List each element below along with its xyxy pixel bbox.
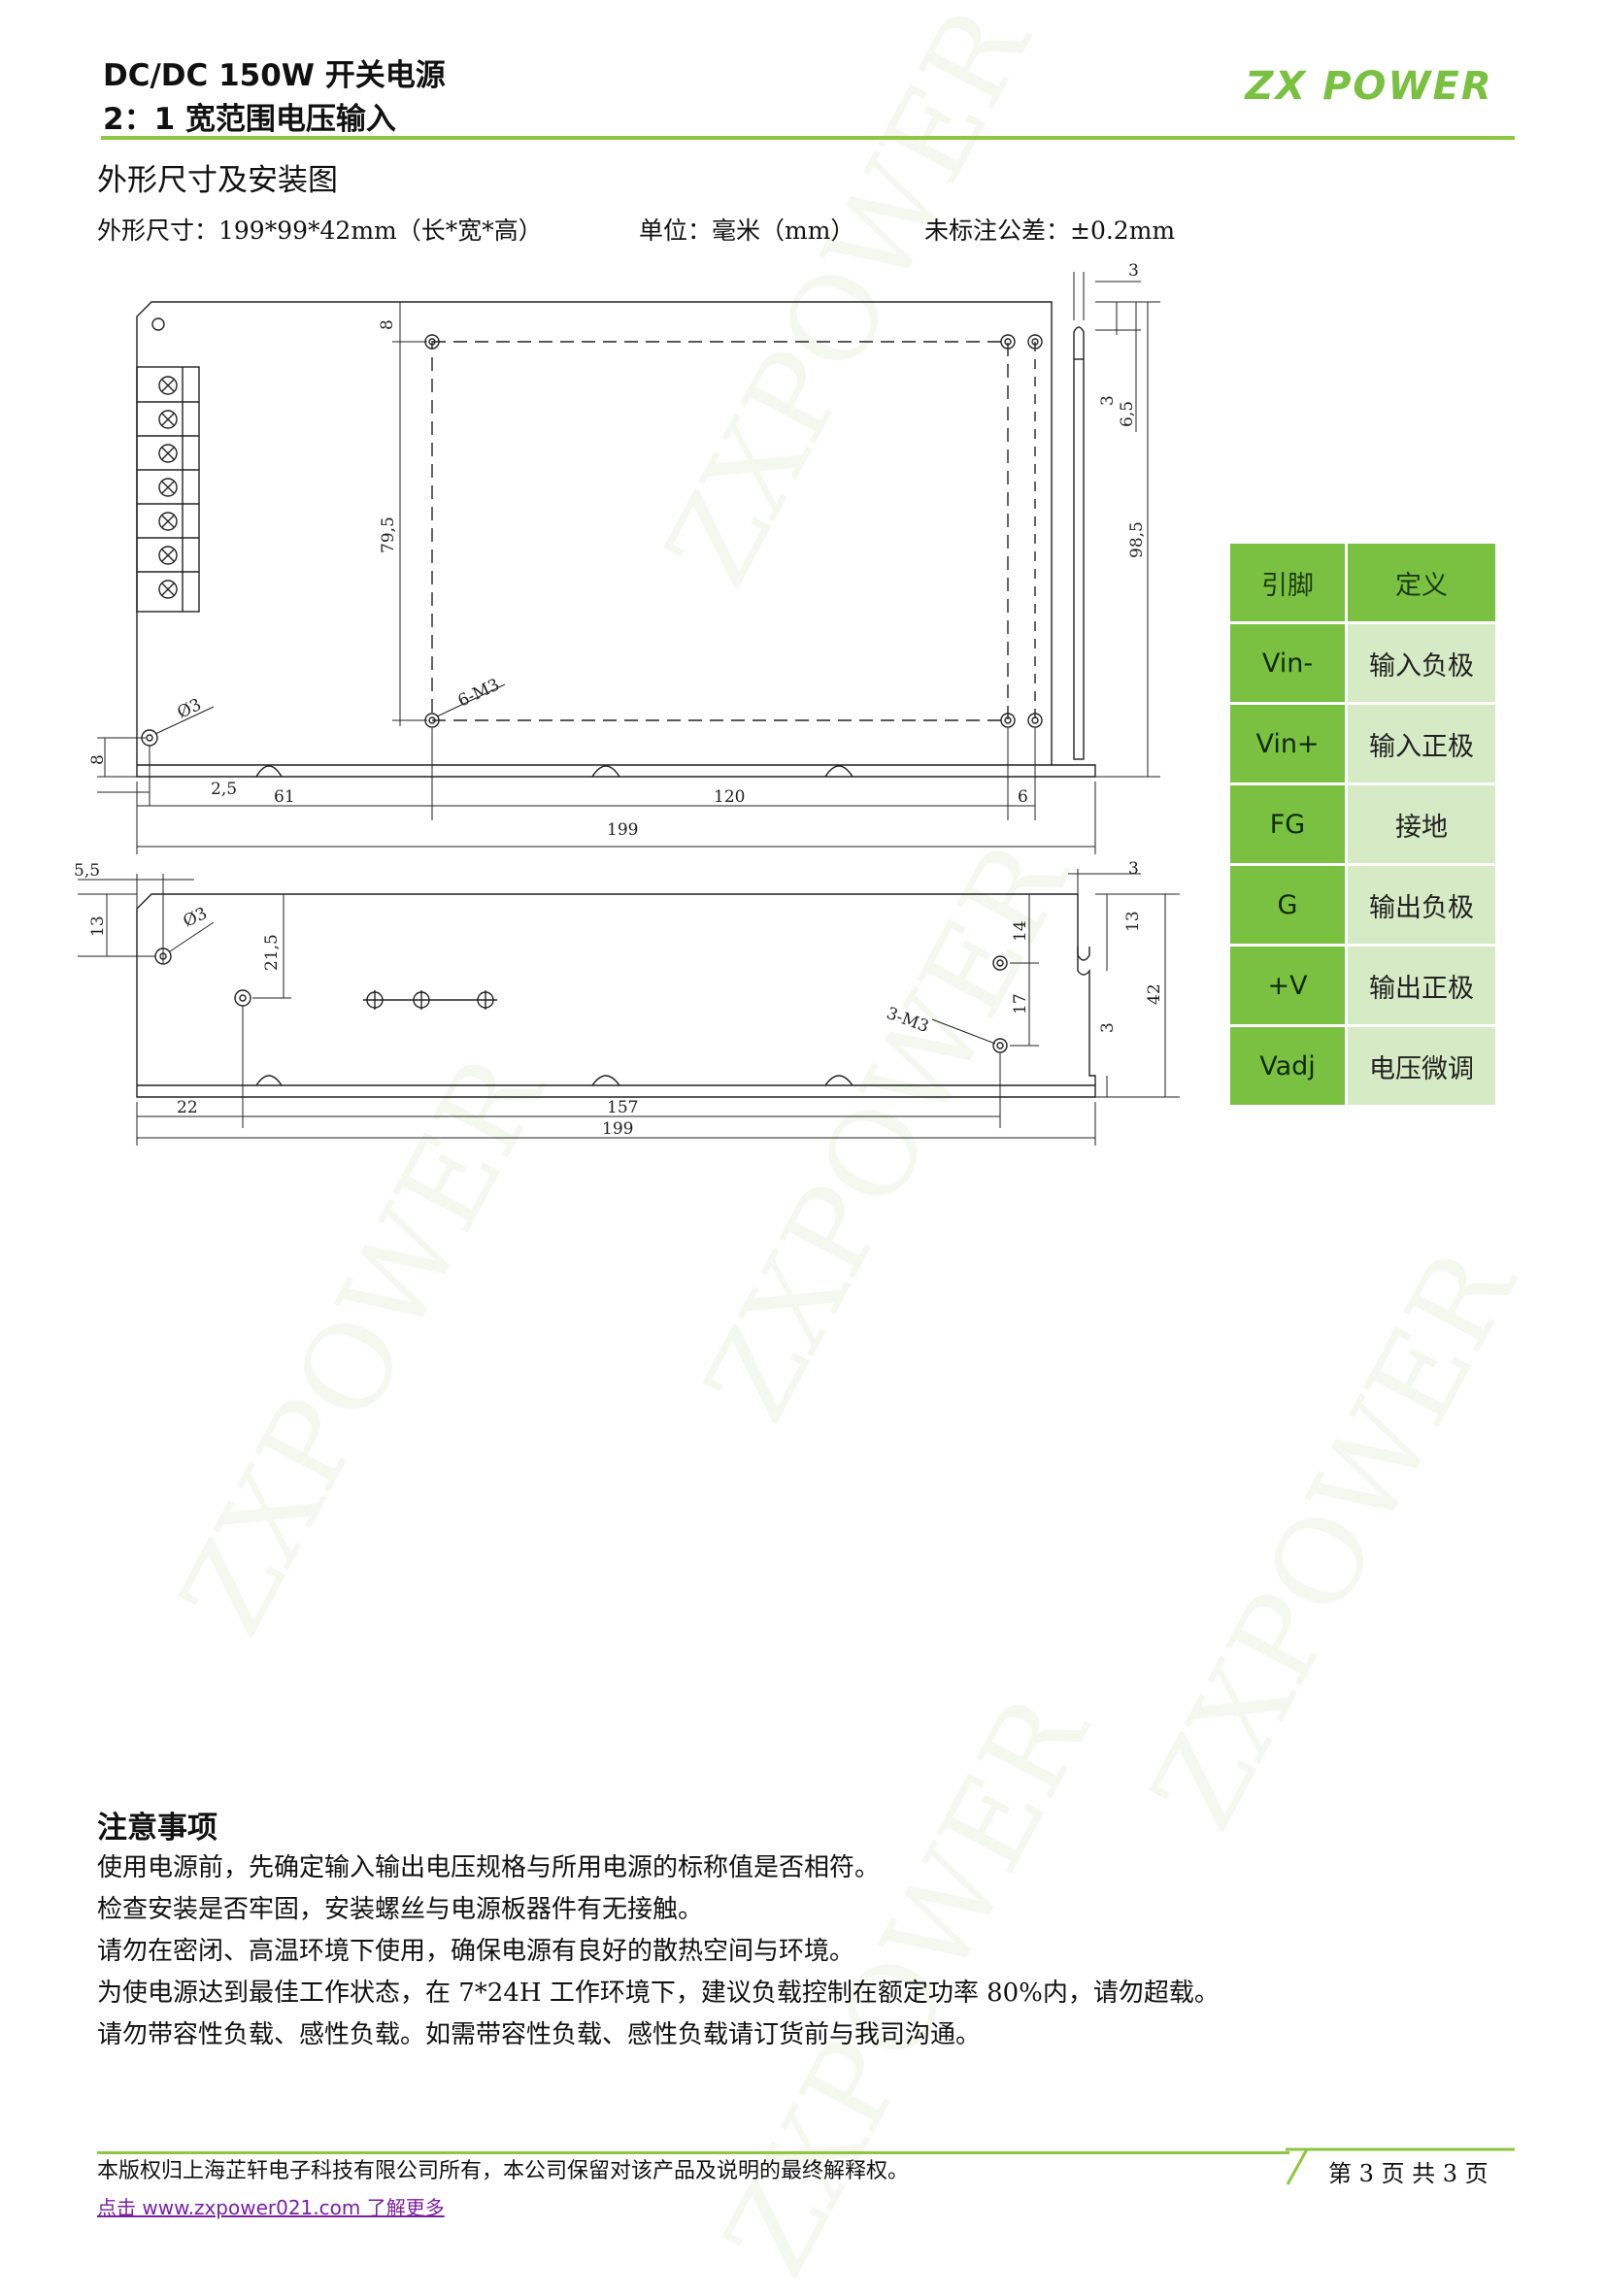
pin-name: G bbox=[1230, 866, 1345, 944]
dim-label: 157 bbox=[607, 1098, 638, 1117]
dim-label: 6-M3 bbox=[455, 675, 503, 711]
dim-label: 6,5 bbox=[1118, 401, 1137, 427]
dim-label: 8 bbox=[378, 319, 397, 330]
top-view-labels: 8 79,5 6-M3 Ø3 8 2,5 61 120 6 199 3 3 6,… bbox=[88, 261, 1147, 840]
pin-definition: 输出正极 bbox=[1348, 947, 1495, 1024]
dim-label: 3-M3 bbox=[884, 1004, 931, 1037]
dim-label: 199 bbox=[602, 1119, 633, 1139]
dim-label: 8 bbox=[88, 754, 108, 765]
pin-name: Vin- bbox=[1230, 624, 1345, 702]
header-title-line1: DC/DC 150W 开关电源 bbox=[103, 58, 446, 93]
ground-mark-icon bbox=[151, 317, 165, 331]
list-item: 为使电源达到最佳工作状态，在 7*24H 工作环境下，建议负载控制在额定功率 8… bbox=[97, 1979, 1220, 2008]
notes-list: 使用电源前，先确定输入输出电压规格与所用电源的标称值是否相符。 检查安装是否牢固… bbox=[97, 1847, 1220, 2056]
dimension-unit: 单位：毫米（mm） bbox=[639, 216, 855, 245]
dim-label: 199 bbox=[607, 820, 638, 840]
pin-header: 引脚 bbox=[1230, 544, 1345, 621]
dimension-tolerance: 未标注公差：±0.2mm bbox=[924, 216, 1176, 245]
dim-label: 14 bbox=[1011, 920, 1030, 942]
dim-label: 42 bbox=[1145, 983, 1164, 1005]
pin-name: +V bbox=[1230, 947, 1345, 1024]
header-title-line2: 2：1 宽范围电压输入 bbox=[103, 102, 396, 137]
pin-definition-table: 引脚 定义 Vin- 输入负极 Vin+ 输入正极 FG 接地 G 输出负极 +… bbox=[1227, 541, 1498, 1108]
watermark: ZXPOWER bbox=[1126, 1229, 1542, 1850]
dim-label: 17 bbox=[1011, 993, 1030, 1015]
pin-name: Vadj bbox=[1230, 1027, 1345, 1105]
side-view bbox=[78, 869, 1180, 1146]
page-number: 第 3 页 共 3 页 bbox=[1328, 2160, 1489, 2187]
definition-header: 定义 bbox=[1348, 544, 1495, 621]
brand-logo-text: ZX POWER bbox=[1243, 64, 1492, 109]
pin-definition: 输出负极 bbox=[1348, 866, 1495, 944]
dim-label: 2,5 bbox=[211, 780, 237, 799]
pin-name: Vin+ bbox=[1230, 705, 1345, 782]
dim-label: 61 bbox=[274, 787, 295, 807]
top-view bbox=[97, 272, 1160, 854]
dim-label: Ø3 bbox=[175, 695, 205, 723]
dim-label: 3 bbox=[1128, 261, 1139, 281]
pin-definition: 接地 bbox=[1348, 785, 1495, 863]
pin-definition: 输入正极 bbox=[1348, 705, 1495, 782]
dim-label: 13 bbox=[88, 915, 108, 937]
mounting-holes bbox=[141, 334, 1043, 747]
dim-label: 120 bbox=[714, 787, 745, 807]
website-link[interactable]: 点击 www.zxpower021.com 了解更多 bbox=[97, 2196, 445, 2219]
footer-accent bbox=[1286, 2147, 1515, 2185]
terminal-screws bbox=[137, 376, 199, 599]
table-row: Vin- 输入负极 bbox=[1230, 624, 1495, 702]
dim-label: 21,5 bbox=[262, 934, 282, 971]
list-item: 请勿在密闭、高温环境下使用，确保电源有良好的散热空间与环境。 bbox=[97, 1937, 855, 1966]
dim-label: 22 bbox=[177, 1098, 198, 1117]
table-row: G 输出负极 bbox=[1230, 866, 1495, 944]
brand-logo: ZX POWER bbox=[1243, 64, 1492, 109]
dim-label: 79,5 bbox=[379, 516, 398, 553]
mechanical-drawing: 8 79,5 6-M3 Ø3 8 2,5 61 120 6 199 3 3 6,… bbox=[74, 261, 1180, 1146]
dim-label: 3 bbox=[1128, 859, 1139, 879]
list-item: 使用电源前，先确定输入输出电压规格与所用电源的标称值是否相符。 bbox=[97, 1853, 881, 1882]
dim-label: 5,5 bbox=[74, 861, 100, 881]
dim-label: 3 bbox=[1098, 395, 1118, 406]
pin-definition: 电压微调 bbox=[1348, 1027, 1495, 1105]
list-item: 请勿带容性负载、感性负载。如需带容性负载、感性负载请订货前与我司沟通。 bbox=[97, 2020, 982, 2049]
dim-label: 98,5 bbox=[1127, 521, 1147, 558]
list-item: 检查安装是否牢固，安装螺丝与电源板器件有无接触。 bbox=[97, 1895, 704, 1924]
table-row: Vin+ 输入正极 bbox=[1230, 705, 1495, 782]
section-title: 外形尺寸及安装图 bbox=[97, 163, 338, 198]
header-divider bbox=[101, 136, 1515, 140]
pin-table-header: 引脚 定义 bbox=[1230, 544, 1495, 621]
dimension-size: 外形尺寸：199*99*42mm（长*宽*高） bbox=[97, 216, 543, 245]
table-row: +V 输出正极 bbox=[1230, 947, 1495, 1024]
pin-definition: 输入负极 bbox=[1348, 624, 1495, 702]
footer-copyright: 本版权归上海芷轩电子科技有限公司所有，本公司保留对该产品及说明的最终解释权。 bbox=[97, 2159, 910, 2183]
dim-label: 6 bbox=[1018, 787, 1028, 807]
notes-title: 注意事项 bbox=[97, 1811, 217, 1846]
footer-divider bbox=[97, 2151, 1289, 2154]
dim-label: 3 bbox=[1098, 1022, 1118, 1033]
dim-label: 13 bbox=[1123, 911, 1143, 932]
pin-name: FG bbox=[1230, 785, 1345, 863]
table-row: FG 接地 bbox=[1230, 785, 1495, 863]
table-row: Vadj 电压微调 bbox=[1230, 1027, 1495, 1105]
